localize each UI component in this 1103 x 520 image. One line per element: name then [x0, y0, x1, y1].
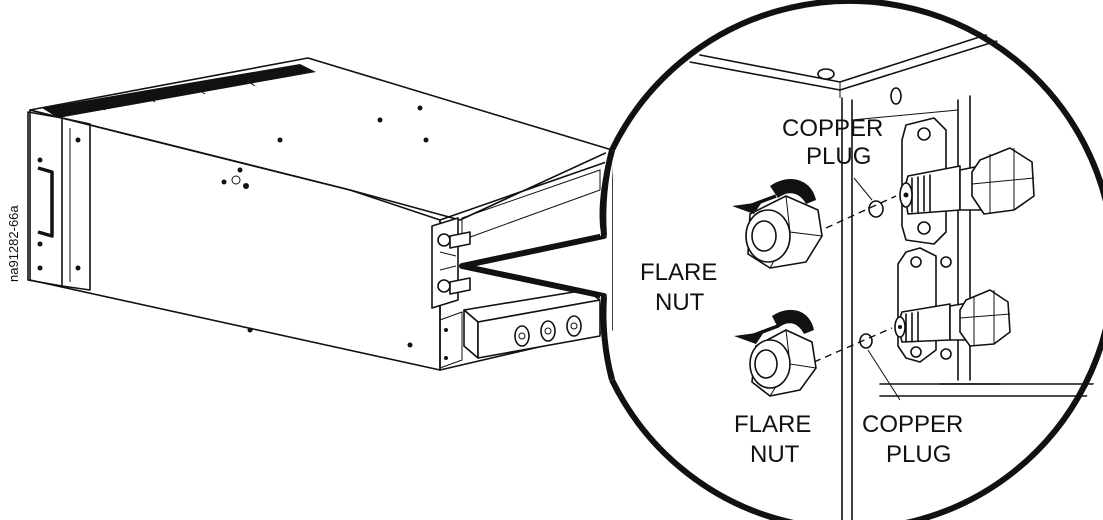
label-flare-nut-top-2: NUT: [655, 289, 705, 316]
flare-nut-bottom: [749, 329, 817, 397]
label-flare-nut-top-1: FLARE: [640, 259, 717, 286]
label-copper-plug-top-1: COPPER: [782, 115, 883, 142]
rotation-arrow-icon: [732, 178, 816, 214]
label-flare-nut-bottom-2: NUT: [750, 441, 800, 468]
label-copper-plug-top-2: PLUG: [806, 143, 871, 170]
flare-nut-top: [745, 195, 823, 269]
label-flare-nut-bottom-1: FLARE: [734, 411, 811, 438]
detail-callout: [459, 0, 1103, 520]
unit-chassis: [27, 57, 613, 371]
label-copper-plug-bottom-2: PLUG: [886, 441, 951, 468]
label-copper-plug-bottom-1: COPPER: [862, 411, 963, 438]
copper-plug-top: [868, 200, 884, 218]
figure-id: na91282-66a: [6, 205, 21, 282]
rotation-arrow-icon: [734, 309, 814, 344]
